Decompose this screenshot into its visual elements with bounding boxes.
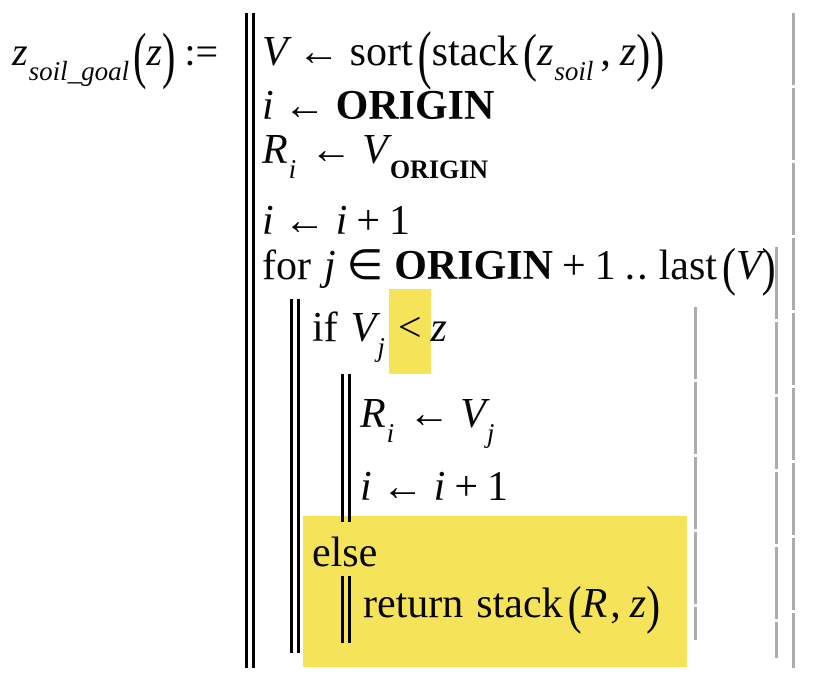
fn-sort: sort	[349, 29, 413, 75]
keyword-else: else	[312, 530, 378, 576]
block-closer-line-if-body	[694, 307, 697, 640]
program-line-Ri-Vj: Ri ←Vj	[360, 390, 498, 457]
highlight-else-return-block	[303, 516, 687, 667]
token-num: 1	[487, 464, 509, 510]
token-p1: (	[417, 20, 432, 92]
token-p2: )	[761, 239, 776, 297]
token-var: V	[735, 243, 762, 289]
token-var: z	[430, 305, 447, 351]
token-var: R	[581, 581, 608, 627]
token-var: z	[629, 581, 647, 627]
keyword-return: return	[363, 581, 464, 627]
token-p2: (	[522, 25, 537, 83]
token-num: 1	[389, 198, 411, 244]
close-paren: )	[162, 20, 176, 91]
program-line-Ri-Vorigin: Ri ←VORIGIN	[262, 126, 488, 194]
assign-arrow: ←	[297, 29, 340, 75]
token-var: i	[262, 198, 274, 244]
token-var: i	[360, 464, 372, 510]
token-var: j	[323, 243, 336, 289]
token-var: V	[362, 127, 388, 173]
program-line-if-condition: if Vj<z	[312, 289, 447, 374]
token-var: R	[262, 127, 288, 173]
builtin-ORIGIN: ORIGIN	[394, 243, 553, 289]
token-p1: )	[650, 20, 665, 92]
builtin-ORIGIN: ORIGIN	[335, 83, 495, 129]
token-var: V	[350, 305, 377, 351]
token-var: V	[460, 391, 486, 437]
assign-arrow: ←	[310, 127, 353, 173]
token-var: i	[335, 198, 348, 244]
assign-arrow: ←	[408, 391, 451, 437]
token-var: R	[360, 391, 386, 437]
program-bracket-outer	[245, 13, 255, 668]
fn-last: last	[658, 243, 717, 289]
open-paren: (	[133, 20, 147, 91]
subscript-j: j	[486, 418, 495, 448]
element-of-operator: ∈	[346, 243, 384, 289]
token-comma: ,	[600, 29, 611, 75]
token-var: z	[619, 29, 637, 75]
token-p2: (	[567, 577, 582, 635]
assign-arrow: ←	[381, 464, 424, 510]
block-closer-line-outer	[792, 13, 795, 668]
program-bracket-else-body	[341, 576, 351, 643]
token-plus: +	[454, 464, 479, 510]
subscript-soil: soil	[554, 56, 594, 86]
token-p2: (	[721, 239, 736, 297]
lhs-subscript-soil-goal: soil_goal	[28, 56, 130, 86]
token-var: i	[262, 83, 274, 129]
token-comma: ,	[610, 581, 621, 627]
fn-stack: stack	[476, 581, 563, 627]
token-plus: +	[356, 198, 381, 244]
program-line-else: else	[312, 529, 390, 577]
subscript-j: j	[377, 332, 385, 362]
token-var: z	[536, 29, 554, 75]
subscript-i: i	[386, 418, 395, 448]
program-bracket-if-body	[341, 374, 351, 522]
program-line-sort-stack: V←sort(stack(zsoil,z))	[262, 20, 664, 95]
token-plus: +	[561, 243, 586, 289]
assign-arrow: ←	[283, 83, 326, 129]
token-var: i	[433, 464, 446, 510]
subscript-ORIGIN: ORIGIN	[389, 155, 489, 184]
program-bracket-for-body	[290, 299, 300, 653]
token-var: V	[262, 29, 288, 75]
program-line-return: return stack(R,z)	[363, 577, 660, 635]
block-closer-line-for-body	[775, 247, 778, 658]
token-num: 1	[594, 243, 616, 289]
lhs-arg-z: z	[146, 29, 162, 74]
range-operator: ..	[624, 243, 650, 289]
keyword-if: if	[312, 305, 338, 351]
program-line-increment-i: i←i+1	[262, 197, 410, 245]
definition-lhs: zsoil_goal(z):=	[12, 20, 218, 95]
program-line-increment-i2: i←i+1	[360, 463, 508, 511]
token-p2: )	[646, 577, 661, 635]
less-than-operator-highlighted: <	[388, 289, 431, 374]
definition-operator: :=	[184, 29, 218, 74]
fn-stack: stack	[431, 29, 518, 75]
lhs-var-z: z	[12, 29, 28, 74]
subscript-i: i	[288, 154, 297, 184]
keyword-for: for	[262, 243, 311, 289]
program-line-i-origin: i←ORIGIN	[262, 82, 494, 130]
assign-arrow: ←	[283, 198, 326, 244]
token-p2: )	[636, 25, 651, 83]
